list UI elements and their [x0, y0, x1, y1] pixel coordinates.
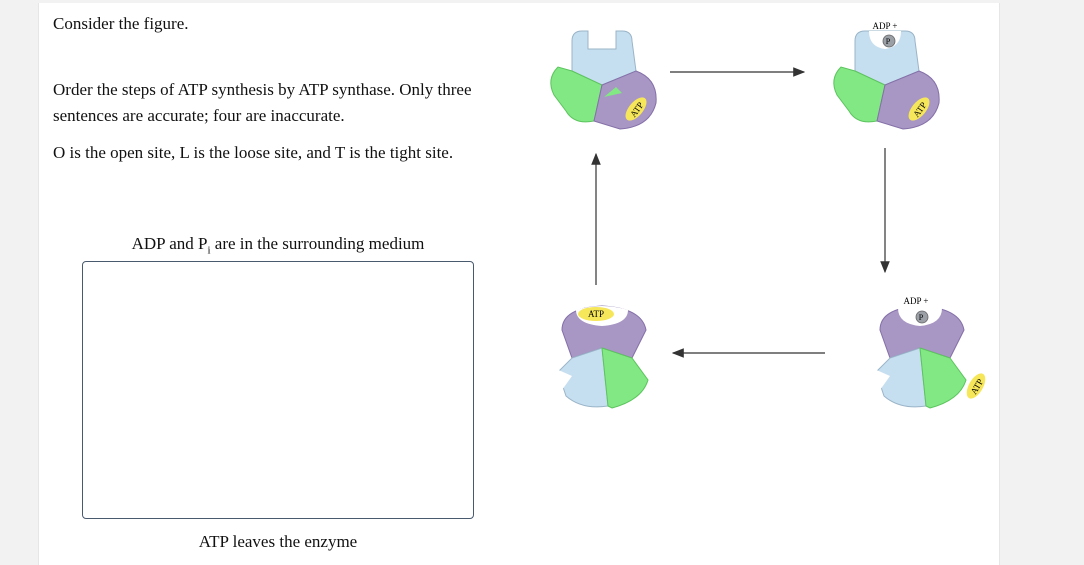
- enzyme-state-2: ATP ADP + P: [833, 21, 940, 130]
- intro-text: Consider the figure.: [53, 14, 189, 33]
- enzyme-state-1: ATP: [550, 30, 657, 130]
- site-legend-text: O is the open site, L is the loose site,…: [53, 143, 454, 162]
- atp-synthase-diagram: ATP ATP ADP + P ATP: [550, 21, 986, 409]
- enzyme-state-3: ATP: [554, 305, 649, 409]
- instruction-line-2: sentences are accurate; four are inaccur…: [53, 106, 345, 125]
- atp-synthase-figure: ATP ATP ADP + P ATP: [520, 0, 1020, 430]
- dropzone-bottom-label: ATP leaves the enzyme: [198, 532, 358, 551]
- atp-label: ATP: [588, 309, 604, 319]
- answer-drop-zone[interactable]: [82, 261, 474, 519]
- enzyme-state-4: ADP + P ATP: [872, 296, 986, 409]
- dropzone-top-label: ADP and Pi are in the surrounding medium: [131, 234, 425, 257]
- pi-label: P: [919, 313, 924, 322]
- instruction-line-1: Order the steps of ATP synthesis by ATP …: [53, 80, 472, 99]
- adp-label: ADP +: [904, 296, 929, 306]
- pi-label: P: [886, 37, 891, 46]
- adp-label: ADP +: [873, 21, 898, 31]
